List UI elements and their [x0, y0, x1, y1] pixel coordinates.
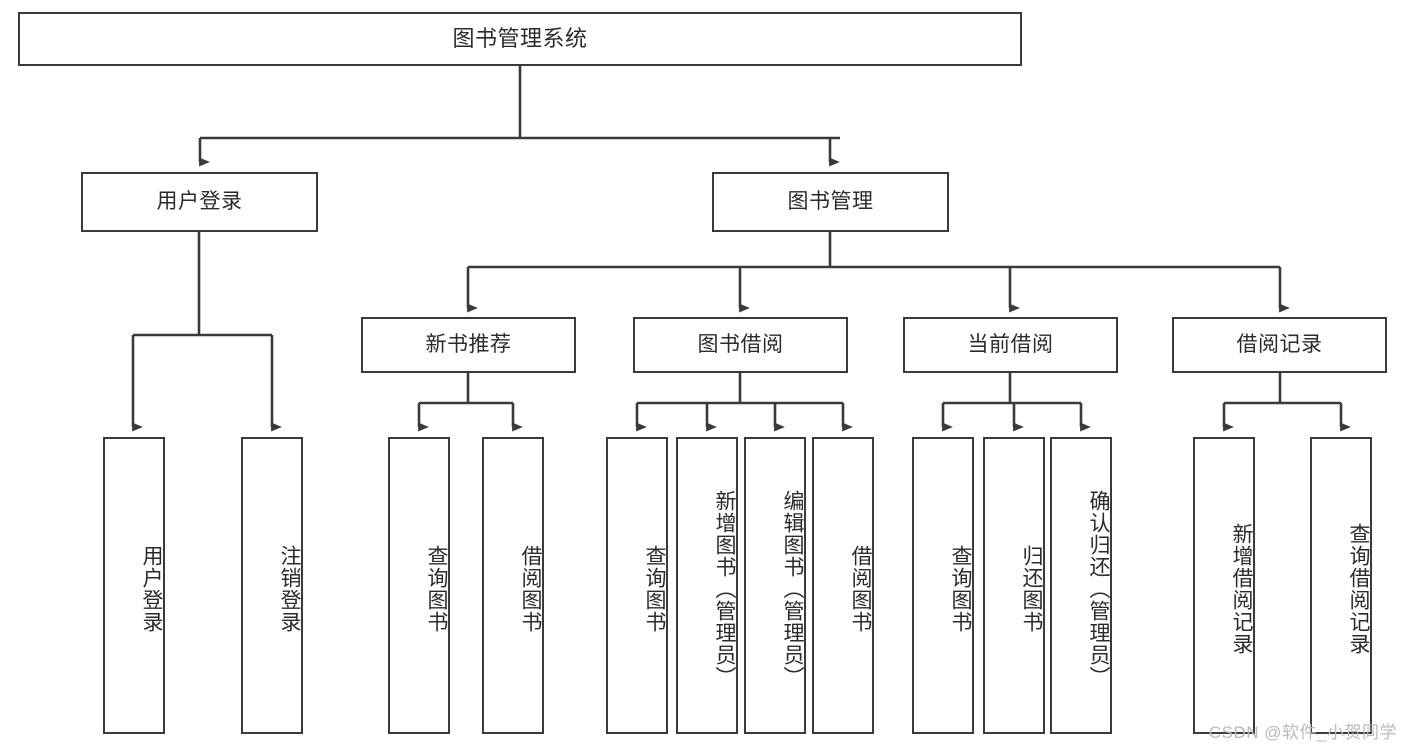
leaf-user-login[interactable]: 用户登录	[103, 437, 165, 734]
leaf-logout[interactable]: 注销登录	[241, 437, 303, 734]
csdn-watermark: CSDN @软件_小贺同学	[1208, 723, 1397, 742]
leaf-query-book-borrow-label: 查询图书	[643, 544, 666, 633]
leaf-add-book-admin[interactable]: 新增图书（管理员）	[676, 437, 738, 734]
node-new-book-recommend-label: 新书推荐	[425, 332, 512, 356]
leaf-borrow-book-label: 借阅图书	[849, 544, 872, 633]
leaf-add-book-admin-label: 新增图书（管理员）	[713, 489, 736, 688]
leaf-query-book-recommend[interactable]: 查询图书	[388, 437, 450, 734]
node-borrow-record-label: 借阅记录	[1236, 332, 1323, 356]
node-book-management-label: 图书管理	[787, 189, 874, 213]
node-user-login-label: 用户登录	[156, 189, 243, 213]
node-book-borrow-label: 图书借阅	[697, 332, 784, 356]
node-borrow-record[interactable]: 借阅记录	[1172, 317, 1387, 373]
leaf-edit-book-admin-label: 编辑图书（管理员）	[781, 489, 804, 688]
leaf-query-book-current-label: 查询图书	[949, 544, 972, 633]
leaf-user-login-label: 用户登录	[140, 544, 163, 633]
leaf-return-book-label: 归还图书	[1020, 544, 1043, 633]
leaf-query-borrow-record-label: 查询借阅记录	[1347, 522, 1370, 655]
node-current-borrow-label: 当前借阅	[967, 332, 1054, 356]
leaf-query-borrow-record[interactable]: 查询借阅记录	[1310, 437, 1372, 734]
leaf-logout-label: 注销登录	[278, 544, 301, 633]
leaf-edit-book-admin[interactable]: 编辑图书（管理员）	[744, 437, 806, 734]
node-book-management[interactable]: 图书管理	[712, 172, 949, 232]
node-new-book-recommend[interactable]: 新书推荐	[361, 317, 576, 373]
leaf-confirm-return-admin-label: 确认归还（管理员）	[1087, 489, 1110, 688]
node-root-label: 图书管理系统	[452, 26, 588, 52]
node-book-borrow[interactable]: 图书借阅	[633, 317, 848, 373]
leaf-confirm-return-admin[interactable]: 确认归还（管理员）	[1050, 437, 1112, 734]
leaf-add-borrow-record-label: 新增借阅记录	[1230, 522, 1253, 655]
leaf-borrow-book[interactable]: 借阅图书	[812, 437, 874, 734]
leaf-borrow-book-recommend[interactable]: 借阅图书	[482, 437, 544, 734]
node-root[interactable]: 图书管理系统	[18, 12, 1022, 66]
leaf-query-book-recommend-label: 查询图书	[425, 544, 448, 633]
leaf-add-borrow-record[interactable]: 新增借阅记录	[1193, 437, 1255, 734]
leaf-return-book[interactable]: 归还图书	[983, 437, 1045, 734]
node-user-login[interactable]: 用户登录	[81, 172, 318, 232]
leaf-query-book-borrow[interactable]: 查询图书	[606, 437, 668, 734]
leaf-query-book-current[interactable]: 查询图书	[912, 437, 974, 734]
node-current-borrow[interactable]: 当前借阅	[903, 317, 1118, 373]
leaf-borrow-book-recommend-label: 借阅图书	[519, 544, 542, 633]
